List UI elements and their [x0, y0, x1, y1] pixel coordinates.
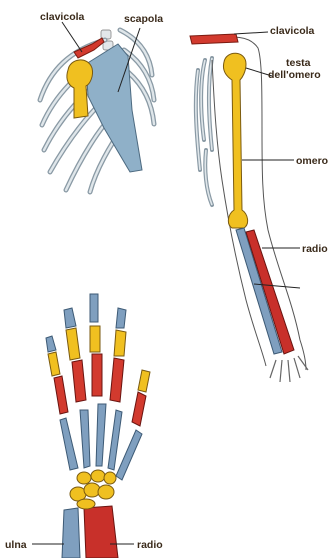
radio-label-arm: radio — [302, 243, 328, 255]
scapola-label: scapola — [124, 13, 163, 25]
hand-panel: ulna radio — [5, 294, 163, 558]
scapula-bone — [86, 44, 142, 172]
hand-ulna-bone — [62, 508, 80, 558]
dell-omero-label: dell'omero — [268, 69, 321, 81]
clavicola-label-shoulder: clavicola — [40, 11, 85, 23]
arm-outline — [212, 37, 306, 370]
radio-label-hand: radio — [137, 539, 163, 551]
clavicola-leader-line — [62, 22, 82, 52]
arm-panel: clavicola testa dell'omero omero radio — [190, 25, 328, 382]
arm-hand-bones — [270, 356, 308, 382]
shoulder-panel: clavicola scapola — [40, 11, 163, 192]
humerus-bone — [223, 53, 247, 228]
distal-phalanges — [46, 294, 126, 352]
arm-clavicola-leader — [234, 32, 268, 34]
hand-radius-bone — [84, 506, 118, 558]
ulna-label: ulna — [5, 539, 27, 551]
clavicola-label-arm: clavicola — [270, 25, 315, 37]
metacarpal-bones — [60, 404, 142, 480]
carpal-bones — [70, 470, 116, 509]
omero-label: omero — [296, 155, 328, 167]
testa-label: testa — [286, 57, 311, 69]
arm-clavicle-bone — [190, 34, 238, 44]
